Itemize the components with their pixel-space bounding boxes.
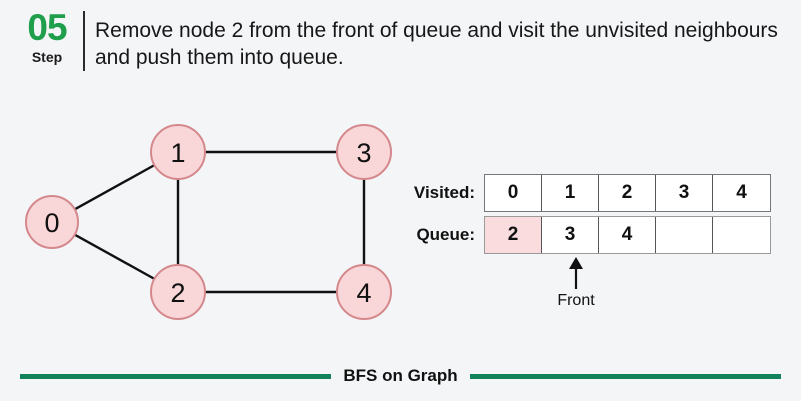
node-circle-2 (150, 264, 206, 320)
queue-cell-4 (713, 217, 770, 253)
queue-cell-1: 3 (542, 217, 599, 253)
node-label-4: 4 (356, 278, 371, 308)
node-circle-1 (150, 124, 206, 180)
queue-label: Queue: (416, 225, 475, 244)
visited-cell-3: 3 (656, 175, 713, 211)
visited-cell-0: 0 (485, 175, 542, 211)
graph-node-3[interactable]: 3 (336, 124, 392, 180)
node-label-0: 0 (44, 208, 59, 238)
visited-cell-2: 2 (599, 175, 656, 211)
node-circle-0 (25, 195, 79, 249)
graph-edges (73, 150, 366, 294)
graph-nodes: 0 1 3 2 4 (25, 124, 392, 320)
node-circle-4 (336, 264, 392, 320)
node-label-1: 1 (170, 138, 185, 168)
header-divider (83, 11, 85, 71)
node-circle-3 (336, 124, 392, 180)
step-badge: 05 Step (14, 7, 80, 66)
header: 05 Step Remove node 2 from the front of … (0, 0, 801, 90)
graph-node-0[interactable]: 0 (25, 195, 79, 249)
step-number: 05 (27, 7, 67, 48)
front-pointer: Front (530, 256, 622, 310)
graph-svg: 0 1 3 2 4 (25, 124, 392, 320)
graph-diagram: 0 1 3 2 4 (0, 100, 420, 330)
arrow-up-icon (569, 257, 583, 289)
graph-node-4[interactable]: 4 (336, 264, 392, 320)
graph-node-1[interactable]: 1 (150, 124, 206, 180)
graph-edge-0-1 (73, 163, 156, 211)
footer: BFS on Graph (0, 366, 801, 386)
instruction-text: Remove node 2 from the front of queue an… (95, 19, 778, 69)
node-label-2: 2 (170, 278, 185, 308)
graph-node-2[interactable]: 2 (150, 264, 206, 320)
footer-rule-left (20, 373, 332, 379)
visited-label: Visited: (413, 183, 475, 202)
front-label: Front (557, 292, 595, 309)
node-label-3: 3 (356, 138, 371, 168)
footer-rule-right (469, 373, 781, 379)
step-word-label: Step (31, 49, 63, 65)
queue-cell-3 (656, 217, 713, 253)
footer-title: BFS on Graph (343, 366, 458, 385)
visited-cell-1: 1 (542, 175, 599, 211)
queue-cell-0: 2 (485, 217, 542, 253)
graph-edge-0-2 (73, 233, 156, 281)
visited-cell-4: 4 (713, 175, 770, 211)
queue-cell-2: 4 (599, 217, 656, 253)
